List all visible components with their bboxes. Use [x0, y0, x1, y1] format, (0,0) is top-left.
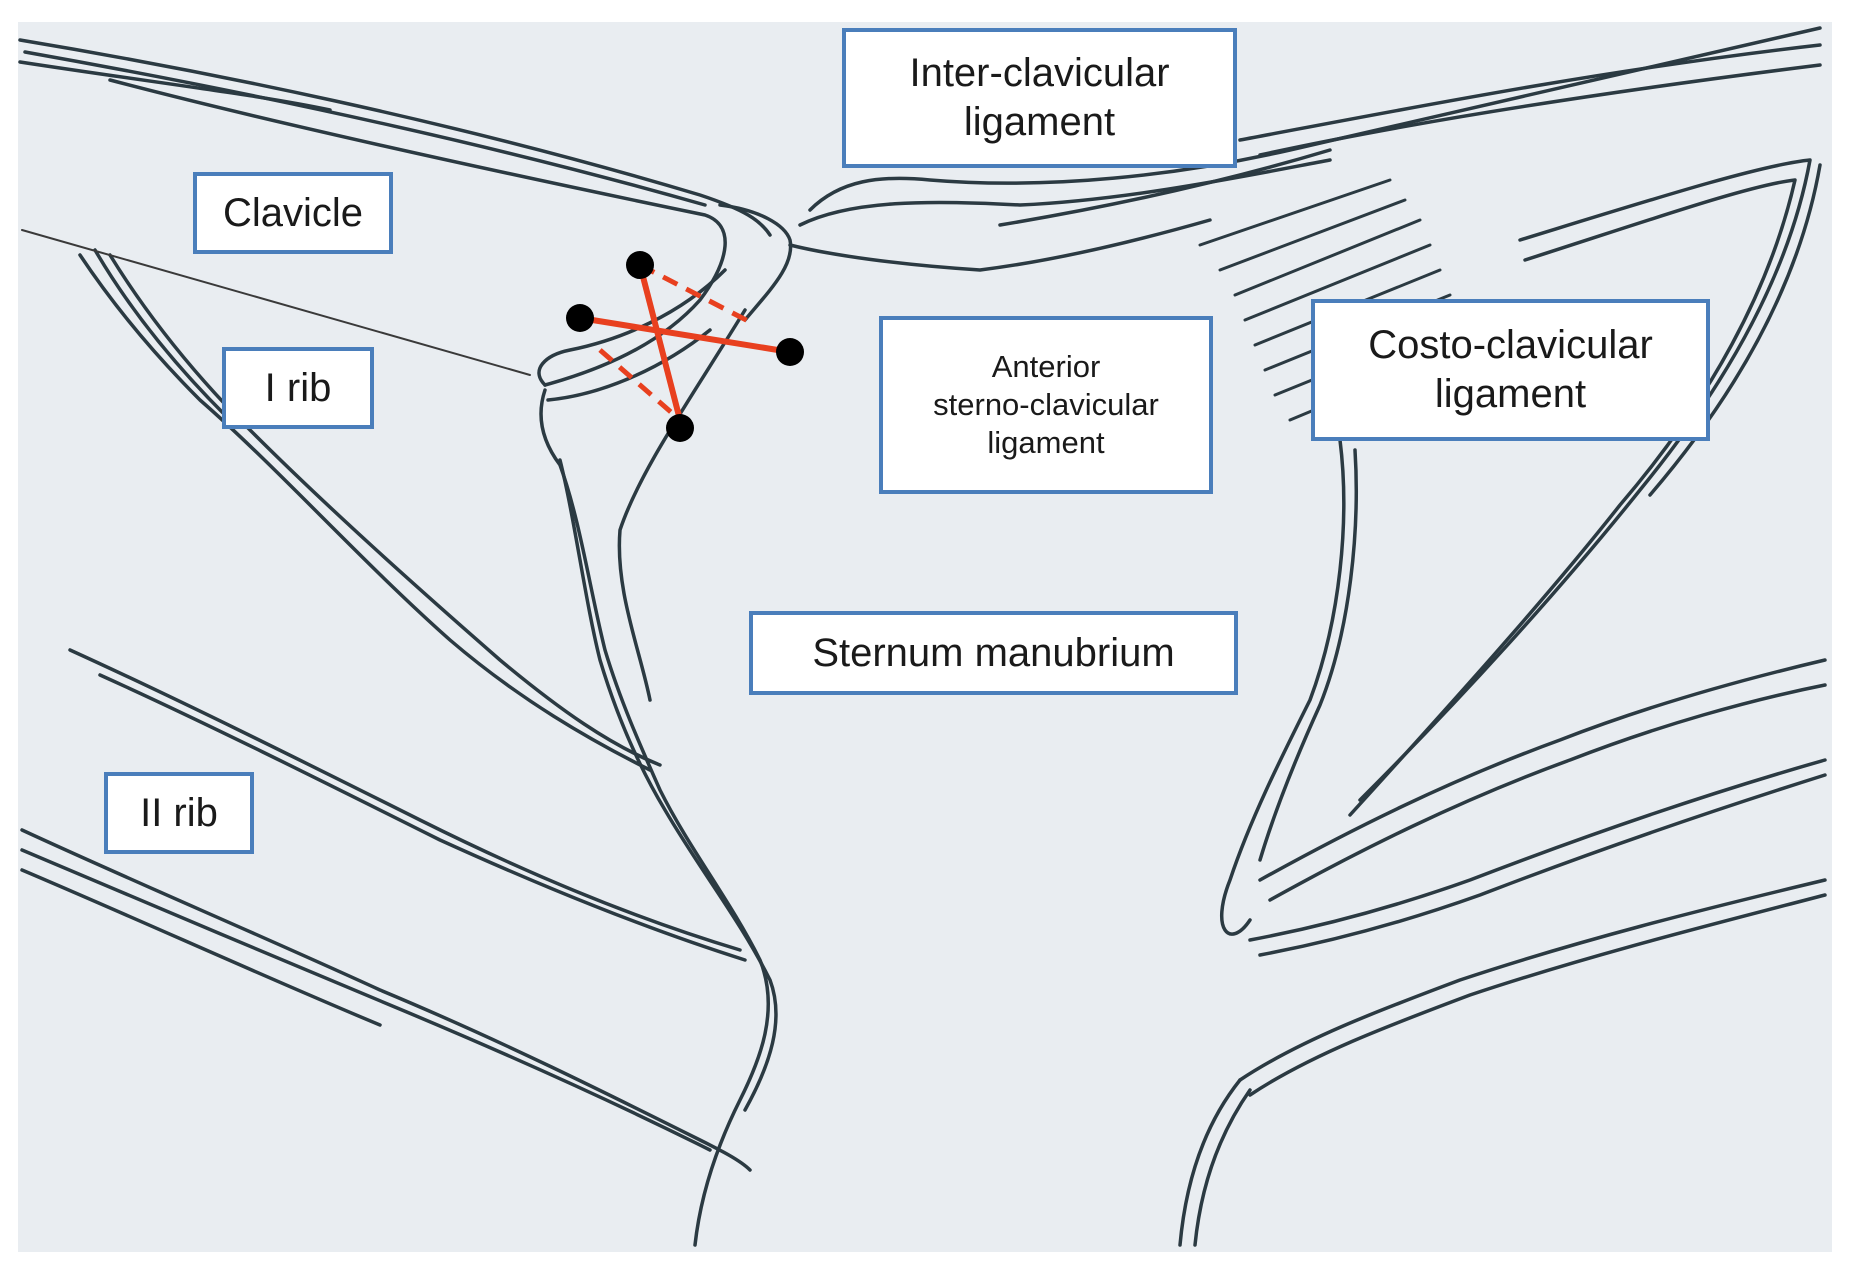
marker-dot-left	[566, 304, 594, 332]
first-rib-label-text: I rib	[264, 365, 332, 410]
inter-clavicular-ligament-label: Inter-clavicular ligament	[842, 28, 1237, 168]
inter-clavicular-ligament-label-text: Inter-clavicular ligament	[909, 51, 1170, 144]
sternum-left-edge	[539, 308, 778, 1247]
leader-line	[21, 229, 531, 376]
first-rib-left	[78, 248, 662, 772]
clavicle-outline	[18, 38, 793, 402]
marker-dot-top	[626, 251, 654, 279]
anterior-sterno-clavicular-ligament-label-text: Anterior sterno-clavicular ligament	[933, 349, 1159, 460]
first-rib-label: I rib	[222, 347, 374, 429]
costo-clavicular-ligament-label: Costo-clavicular ligament	[1311, 299, 1710, 441]
sternum-right-edge	[1178, 438, 1358, 1247]
clavicle-label-text: Clavicle	[222, 190, 364, 235]
marker-dot-right	[776, 338, 804, 366]
costo-clavicular-ligament-label-text: Costo-clavicular ligament	[1368, 323, 1653, 416]
sternum-manubrium-label: Sternum manubrium	[749, 611, 1238, 695]
ligament-marker-cross	[566, 251, 804, 442]
marker-dot-bottom	[666, 414, 694, 442]
marker-line-vertical	[637, 264, 683, 421]
sternum-manubrium-label-text: Sternum manubrium	[812, 630, 1175, 675]
second-rib-label-text: II rib	[140, 790, 218, 835]
marker-line-horizontal	[579, 315, 791, 355]
second-rib-right	[1238, 658, 1827, 1097]
first-rib-right	[1348, 158, 1822, 817]
anterior-sterno-clavicular-ligament-label: Anterior sterno-clavicular ligament	[879, 316, 1213, 494]
second-rib-label: II rib	[104, 772, 254, 854]
marker-dashed-upper	[638, 262, 752, 325]
marker-dashed-lower	[598, 348, 682, 422]
clavicle-label: Clavicle	[193, 172, 393, 254]
second-rib-left	[20, 648, 752, 1172]
